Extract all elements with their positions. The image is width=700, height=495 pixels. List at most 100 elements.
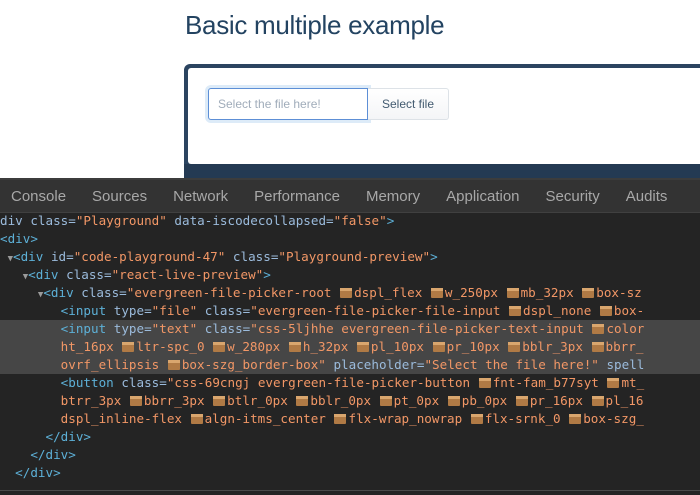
attribute-value: mt_ (621, 375, 645, 390)
attribute-value: bblr_0px (310, 393, 379, 408)
playground-preview: Select file (188, 68, 700, 164)
package-icon (212, 340, 226, 353)
html-tag: <input (60, 321, 114, 336)
package-icon (121, 340, 135, 353)
dom-tree-line[interactable]: btrr_3px bbrr_3px btlr_0px bblr_0px pt_0… (0, 392, 700, 410)
package-icon (591, 322, 605, 335)
html-attribute: div class= (0, 213, 76, 228)
attribute-value: dspl_flex (354, 285, 430, 300)
dom-tree-line[interactable]: ▼<div id="code-playground-47" class="Pla… (0, 248, 700, 266)
attribute-value: w_280px (227, 339, 288, 354)
tab-console[interactable]: Console (11, 187, 67, 205)
dom-tree-line[interactable]: <button class="css-69cngj evergreen-file… (0, 374, 700, 392)
attribute-value: h_32px (302, 339, 356, 354)
attribute-value: "Playground-preview" (278, 249, 431, 264)
package-icon (478, 376, 492, 389)
attribute-value: "css-5ljhhe evergreen-file-picker-text-i… (250, 321, 592, 336)
html-tag: > (263, 267, 271, 282)
tab-audits[interactable]: Audits (625, 187, 668, 205)
tab-sources[interactable]: Sources (92, 187, 148, 205)
tab-security[interactable]: Security (545, 187, 600, 205)
dom-tree-line[interactable]: ovrf_ellipsis box-szg_border-box" placeh… (0, 356, 700, 374)
dom-tree-line[interactable]: ▼<div class="evergreen-file-picker-root … (0, 284, 700, 302)
package-icon (129, 394, 143, 407)
playground-code-toggle-bar[interactable] (184, 164, 700, 178)
html-attribute: id= (50, 249, 74, 264)
tab-network[interactable]: Network (173, 187, 229, 205)
html-tag: </div> (45, 429, 92, 444)
page-title: Basic multiple example (185, 10, 445, 40)
attribute-value: dspl_none (523, 303, 599, 318)
attribute-value: "react-live-preview" (111, 267, 264, 282)
package-icon (288, 340, 302, 353)
html-attribute: type= (113, 321, 152, 336)
dom-tree-line[interactable]: <input type="text" class="css-5ljhhe eve… (0, 320, 700, 338)
html-attribute: class= (197, 321, 251, 336)
attribute-value: "Select the file here!" (424, 357, 599, 372)
attribute-value: pl_10px (370, 339, 432, 354)
attribute-value: ovrf_ellipsis (60, 357, 167, 372)
attribute-value: "false" (333, 213, 387, 228)
attribute-value: fnt-fam_b77syt (492, 375, 607, 390)
html-attribute: placeholder= (325, 357, 425, 372)
package-icon (508, 304, 522, 317)
devtools-tabbar: Console Sources Network Performance Memo… (0, 180, 700, 213)
package-icon (515, 394, 529, 407)
attribute-value: mb_32px (520, 285, 582, 300)
html-tag: <div> (0, 231, 38, 246)
package-icon (591, 394, 605, 407)
html-tag: > (386, 213, 395, 228)
attribute-value: "evergreen-file-picker-root (126, 285, 340, 300)
attribute-value: ltr-spc_0 (136, 339, 213, 354)
attribute-value: pr_10px (446, 339, 508, 354)
package-icon (507, 340, 521, 353)
tab-memory[interactable]: Memory (365, 187, 421, 205)
package-icon (470, 412, 484, 425)
dom-tree-line[interactable]: dspl_inline-flex algn-itms_center flx-wr… (0, 410, 700, 428)
elements-dom-tree[interactable]: div class="Playground" data-iscodecollap… (0, 212, 700, 490)
dom-tree-line[interactable]: </div> (0, 446, 700, 464)
attribute-value: "css-69cngj evergreen-file-picker-button (166, 375, 478, 390)
dom-tree-line[interactable]: <input type="file" class="evergreen-file… (0, 302, 700, 320)
html-tag: <button (60, 375, 122, 390)
package-icon (212, 394, 226, 407)
attribute-value: pl_16 (605, 393, 644, 408)
html-attribute: type= (113, 303, 152, 318)
dom-tree-line[interactable]: ht_16px ltr-spc_0 w_280px h_32px pl_10px… (0, 338, 700, 356)
expand-triangle-icon[interactable]: ▼ (37, 290, 44, 300)
expand-triangle-icon[interactable]: ▼ (22, 272, 29, 282)
dom-tree-line[interactable]: </div> (0, 464, 700, 482)
package-icon (190, 412, 204, 425)
html-attribute: class= (225, 249, 279, 264)
attribute-value: "file" (151, 303, 198, 318)
package-icon (339, 286, 353, 299)
attribute-value: box-szg_ (583, 411, 644, 426)
dom-tree-line[interactable]: <div> (0, 230, 700, 248)
html-tag: </div> (15, 465, 61, 480)
attribute-value: "evergreen-file-picker-file-input (250, 303, 509, 318)
docs-page: Basic multiple example Select file (0, 0, 700, 178)
html-attribute: class= (197, 303, 251, 318)
dom-tree-line[interactable]: div class="Playground" data-iscodecollap… (0, 212, 700, 230)
package-icon (591, 340, 605, 353)
html-attribute: spell (598, 357, 645, 372)
expand-triangle-icon[interactable]: ▼ (7, 254, 14, 264)
attribute-value: "text" (151, 321, 198, 336)
file-picker-text-input[interactable] (208, 88, 368, 120)
package-icon (568, 412, 582, 425)
html-attribute: class= (66, 267, 112, 282)
select-file-button[interactable]: Select file (368, 88, 450, 120)
tab-application[interactable]: Application (446, 187, 520, 205)
package-icon (356, 340, 370, 353)
dom-tree-line[interactable]: </div> (0, 428, 700, 446)
attribute-value: pt_0px (393, 393, 447, 408)
attribute-value: box-sz (596, 285, 642, 300)
devtools-panel: Console Sources Network Performance Memo… (0, 178, 700, 495)
dom-tree-line[interactable]: ▼<div class="react-live-preview"> (0, 266, 700, 284)
attribute-value: pb_0px (461, 393, 515, 408)
package-icon (295, 394, 309, 407)
attribute-value: flx-srnk_0 (484, 411, 569, 426)
tab-performance[interactable]: Performance (254, 187, 340, 205)
package-icon (447, 394, 461, 407)
attribute-value: pr_16px (529, 393, 591, 408)
